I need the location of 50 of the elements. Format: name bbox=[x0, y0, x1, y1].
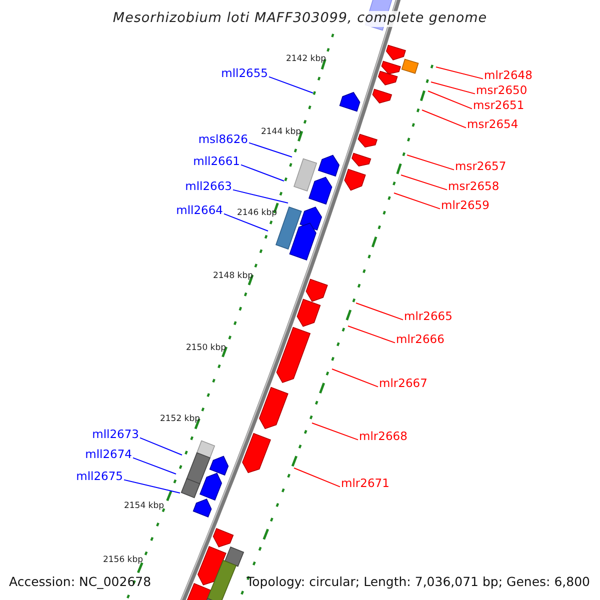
gene-label: msr2651 bbox=[473, 100, 524, 112]
leader-line bbox=[248, 142, 292, 158]
scale-label: 2156 kbp bbox=[102, 556, 144, 564]
leader-line bbox=[224, 213, 268, 232]
gene-label: mll2655 bbox=[221, 68, 268, 80]
gene-label: mlr2659 bbox=[441, 200, 490, 212]
gene-label: mll2663 bbox=[185, 181, 232, 192]
scale-label: 2144 kbp bbox=[260, 128, 302, 136]
scale-label: 2152 kbp bbox=[158, 415, 202, 424]
leader-line bbox=[356, 302, 404, 320]
gene-label: mlr2667 bbox=[379, 378, 428, 390]
leader-line bbox=[348, 326, 396, 344]
gene-label: mll2664 bbox=[176, 205, 223, 216]
scale-label: 2154 kbp bbox=[122, 502, 166, 510]
gene-label: msr2654 bbox=[467, 119, 518, 130]
gene-label: msr2658 bbox=[448, 181, 500, 192]
gene-label: mlr2665 bbox=[404, 311, 452, 322]
gene-label: msl8626 bbox=[198, 134, 248, 146]
leader-line bbox=[232, 189, 288, 204]
gene-label: mll2673 bbox=[92, 429, 139, 440]
scale-label: 2142 kbp bbox=[284, 55, 328, 64]
genome-info-text: Topology: circular; Length: 7,036,071 bp; Genes: 6,800 bbox=[246, 576, 590, 588]
scale-label: 2150 kbp bbox=[184, 344, 228, 352]
gene-label: mll2675 bbox=[76, 471, 123, 482]
leader-line bbox=[394, 192, 440, 210]
gene-label: mll2674 bbox=[85, 449, 132, 460]
leader-line bbox=[332, 368, 378, 388]
leader-line bbox=[428, 90, 472, 110]
leader-line bbox=[124, 479, 180, 494]
leader-line bbox=[132, 457, 176, 474]
leader-line bbox=[294, 468, 340, 488]
leader-line bbox=[312, 422, 358, 440]
leader-line bbox=[400, 174, 448, 190]
gene-label: mlr2668 bbox=[359, 431, 408, 442]
scale-label: 2146 kbp bbox=[236, 209, 278, 218]
leader-line bbox=[406, 154, 454, 170]
leader-line bbox=[240, 164, 284, 182]
scale-label: 2148 kbp bbox=[212, 272, 254, 280]
leader-line bbox=[268, 76, 314, 94]
gene-label: mlr2671 bbox=[341, 478, 390, 490]
leader-line bbox=[422, 110, 466, 128]
gene-label: mll2661 bbox=[193, 156, 240, 168]
leader-line bbox=[436, 66, 484, 80]
accession-text: Accession: NC_002678 bbox=[9, 576, 152, 588]
gene-label: mlr2666 bbox=[396, 334, 444, 346]
gene-label: msr2650 bbox=[476, 85, 528, 96]
leader-line bbox=[430, 82, 476, 94]
leader-line bbox=[140, 437, 182, 456]
gene-label: mlr2648 bbox=[484, 70, 532, 82]
gene-label: msr2657 bbox=[455, 161, 506, 172]
